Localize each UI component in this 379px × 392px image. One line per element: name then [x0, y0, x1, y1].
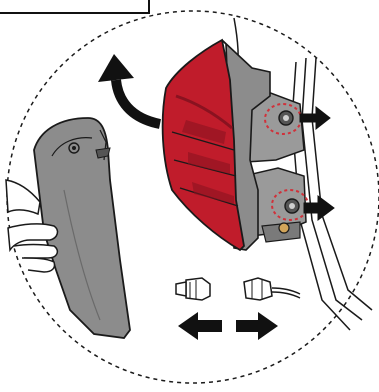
upper-nut	[279, 111, 293, 125]
arrow-right-icon	[236, 312, 278, 340]
arrow-right-icon	[304, 196, 334, 220]
wire-connector	[244, 278, 300, 300]
bulb-socket	[176, 278, 210, 300]
arrow-right-icon	[300, 107, 330, 129]
lower-nut	[285, 199, 299, 213]
guide-clip	[279, 223, 289, 233]
curved-arrow-icon	[98, 54, 160, 124]
arrow-left-icon	[178, 312, 222, 340]
